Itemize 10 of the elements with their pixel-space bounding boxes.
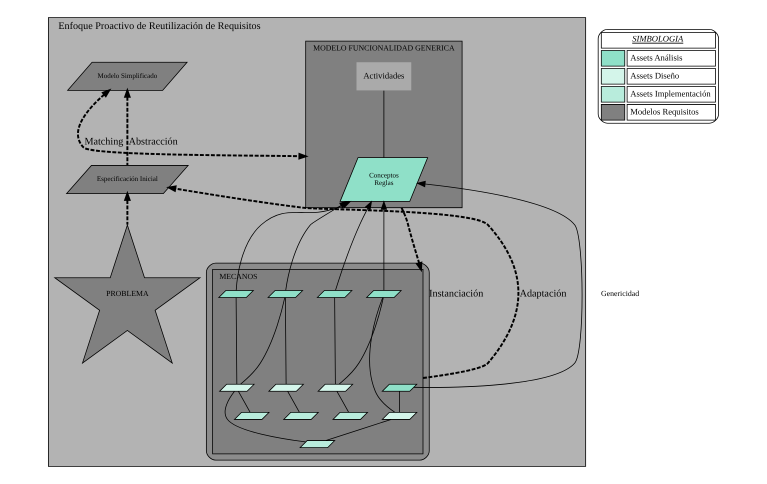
label: SIMBOLOGIA [632,34,684,44]
legend-label: Assets Análisis [630,52,683,62]
legend-label: Assets Implementación [630,88,711,98]
edge-label: Adaptación [520,288,566,300]
label: Genericidad [600,288,640,298]
edge-label: Abstracción [128,136,178,148]
legend-label: Modelos Requisitos [630,106,699,116]
edge-label: Instanciación [429,288,484,300]
edge-label: Matching [84,136,124,148]
legend-label: Assets Diseño [630,70,680,80]
